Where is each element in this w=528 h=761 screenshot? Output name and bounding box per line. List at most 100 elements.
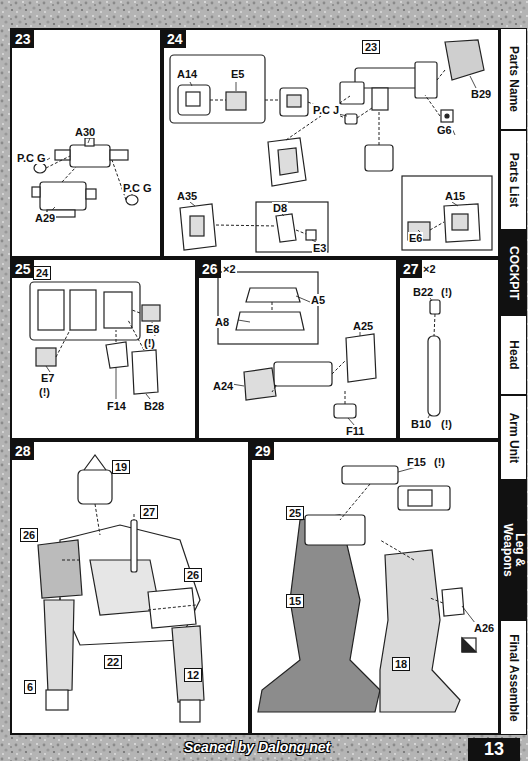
illustration-stroke [342, 466, 398, 484]
part-callout: (!) [38, 386, 51, 398]
illustration-stroke [296, 230, 306, 234]
tab-label: COCKPIT [508, 233, 520, 312]
illustration-stroke [287, 95, 301, 107]
page-number: 13 [484, 739, 504, 759]
illustration-stroke [430, 598, 443, 603]
part-callout: (!) [440, 286, 453, 298]
panel-grounds [10, 28, 500, 735]
illustration-stroke [36, 348, 56, 366]
illustration-stroke [428, 336, 440, 416]
part-callout: P.C J [312, 104, 340, 116]
illustration-stroke [162, 28, 500, 258]
illustration-stroke [226, 92, 246, 110]
illustration-stroke [332, 360, 346, 374]
assembly-callout: 15 [286, 594, 304, 608]
illustration-stroke [86, 189, 96, 199]
illustration-stroke [437, 70, 445, 80]
illustration-stroke [380, 540, 414, 560]
illustration-stroke [95, 504, 100, 535]
illustration-stroke [132, 350, 158, 394]
illustration-stroke [265, 100, 280, 101]
illustration-stroke [38, 540, 82, 598]
part-callout: B10 [410, 418, 432, 430]
part-callout: A15 [444, 190, 466, 202]
illustration-stroke [60, 560, 80, 561]
part-callout: B29 [470, 88, 492, 100]
tab-label: Parts List [508, 133, 520, 227]
scan-credit: Scaned by Dalong.net [183, 741, 331, 753]
section-tab: Arm Unit [500, 395, 527, 480]
tab-label: Arm Unit [508, 398, 520, 477]
illustration-stroke [306, 230, 316, 240]
illustration-stroke [128, 320, 144, 350]
step-number: 28 [12, 442, 34, 460]
tab-label: Leg & Weapons [502, 518, 526, 582]
illustration-stroke [372, 88, 388, 110]
illustration-stroke [379, 110, 380, 145]
assembly-callout: 26 [184, 568, 202, 582]
illustration-stroke [134, 514, 135, 520]
illustration-stroke [210, 100, 226, 101]
illustration-stroke [60, 598, 61, 600]
assembly-callout: 12 [184, 668, 202, 682]
illustration-stroke [190, 82, 192, 86]
parts [30, 40, 492, 722]
illustration-stroke [132, 310, 140, 313]
part-callout: A30 [74, 126, 96, 138]
illustration-stroke [408, 490, 432, 506]
illustration-stroke [444, 204, 480, 242]
part-callout: ×2 [422, 263, 437, 275]
section-tab: Parts List [500, 130, 527, 230]
assembly-callout: 22 [104, 655, 122, 669]
illustration-stroke [258, 515, 380, 712]
section-tab: Leg & Weapons [500, 480, 527, 620]
illustration-stroke [308, 102, 345, 118]
illustration-stroke [52, 207, 55, 210]
illustration-stroke [380, 550, 460, 712]
illustration-stroke [430, 300, 440, 314]
illustration-stroke [30, 282, 140, 340]
section-tab: Head [500, 315, 527, 395]
step-number: 24 [164, 30, 186, 48]
illustration-stroke [180, 700, 200, 722]
illustration-stroke [10, 28, 162, 258]
part-callout: (!) [440, 418, 453, 430]
illustration-stroke [10, 258, 197, 440]
part-callout: F11 [345, 425, 365, 437]
illustration-stroke [10, 440, 250, 735]
step-panel: 23 [10, 28, 162, 258]
step-number: 26 [199, 260, 221, 278]
illustration-stroke [346, 334, 376, 382]
illustration-stroke [402, 176, 492, 250]
illustration-stroke [131, 520, 137, 572]
illustration-stroke [104, 292, 132, 328]
illustration-stroke [142, 305, 160, 321]
illustration-stroke [46, 690, 68, 710]
leader-lines [42, 76, 482, 632]
illustration-stroke [345, 114, 357, 124]
illustration-stroke [274, 362, 332, 386]
illustration-stroke [34, 163, 46, 173]
assembly-callout: 26 [20, 528, 38, 542]
part-callout: A29 [34, 212, 56, 224]
illustration-stroke [272, 302, 273, 312]
illustration-stroke [218, 272, 318, 344]
illustration-stroke [38, 290, 64, 330]
part-callout: E6 [408, 232, 423, 244]
part-callout: E8 [145, 323, 160, 335]
section-tab: Parts Name [500, 28, 527, 130]
step-panel: 28 [10, 440, 250, 735]
step-panel: 24 [162, 28, 500, 258]
step-panel: 29 [250, 440, 500, 735]
illustration-stroke [236, 82, 237, 91]
part-callout: A8 [214, 316, 230, 328]
illustration-stroke [357, 108, 372, 118]
part-callout: B28 [143, 400, 165, 412]
illustration-stroke [244, 368, 276, 400]
illustration-stroke [445, 40, 484, 80]
illustration-stroke [425, 95, 440, 116]
illustration-stroke [360, 332, 361, 336]
assembly-callout: 24 [33, 266, 51, 280]
